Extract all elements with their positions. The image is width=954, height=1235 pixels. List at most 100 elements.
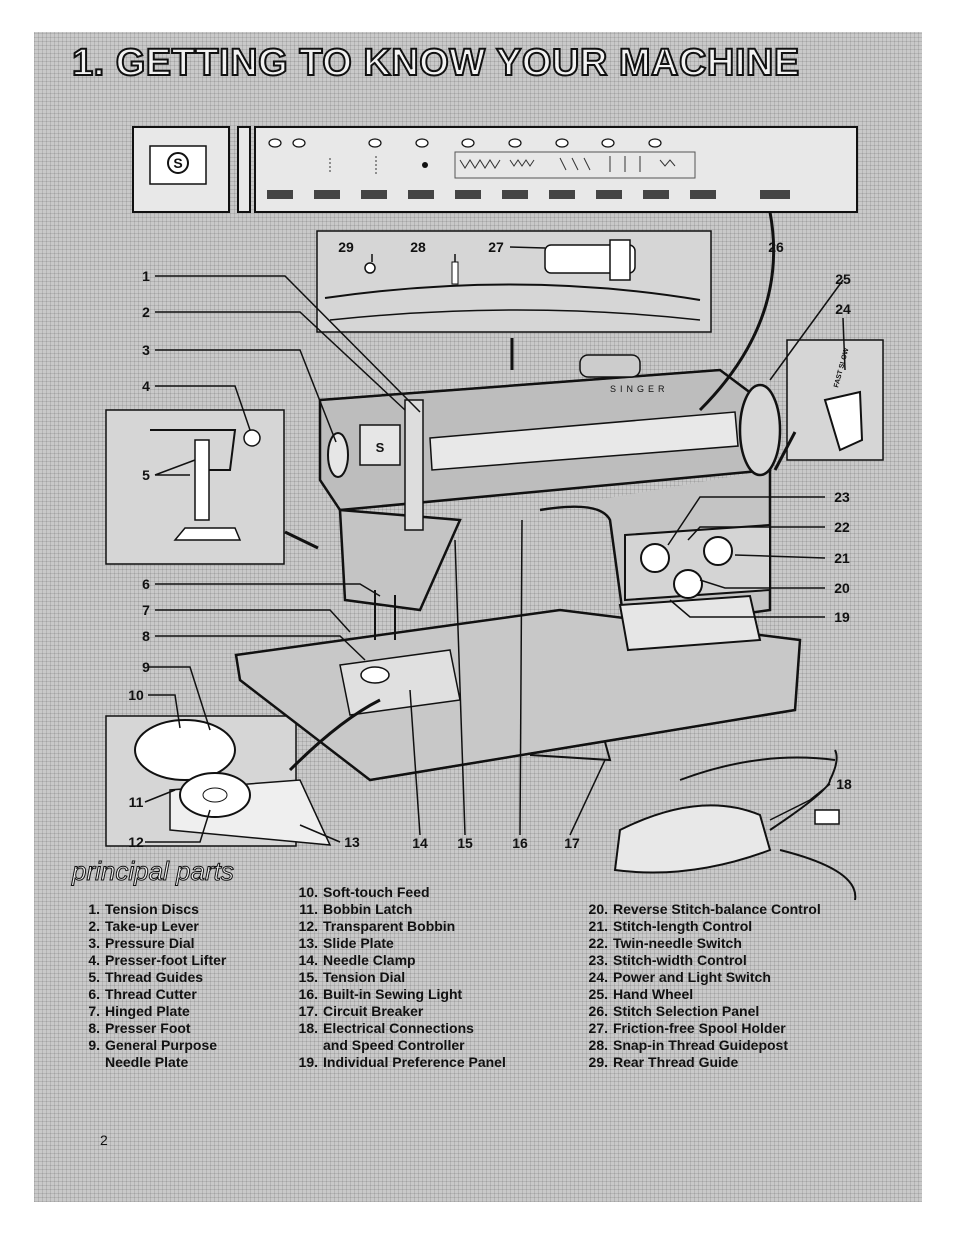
panel-logo: S <box>173 155 182 171</box>
part-number: 5. <box>88 969 100 985</box>
callout-1: 1 <box>142 268 150 284</box>
part-name: Stitch Selection Panel <box>613 1003 760 1019</box>
callout-13: 13 <box>344 834 360 850</box>
callout-26: 26 <box>768 239 784 255</box>
part-name: Rear Thread Guide <box>613 1054 739 1070</box>
part-name: Take-up Lever <box>105 918 199 934</box>
part-name: Tension Discs <box>105 901 199 917</box>
part-name: Pressure Dial <box>105 935 195 951</box>
part-number: 22. <box>588 935 608 951</box>
part-name: and Speed Controller <box>323 1037 465 1053</box>
callout-11: 11 <box>129 794 144 810</box>
callout-18: 18 <box>836 776 852 792</box>
page-number: 2 <box>100 1132 108 1148</box>
part-number: 26. <box>588 1003 608 1019</box>
part-item: 2.Take-up Lever <box>78 918 226 935</box>
power-switch-inset: FAST SLOW <box>786 339 884 461</box>
part-number: 18. <box>298 1020 318 1036</box>
part-name: Built-in Sewing Light <box>323 986 463 1002</box>
part-number: 23. <box>588 952 608 968</box>
part-item: 18. Electrical Connections <box>290 1020 506 1037</box>
callout-8: 8 <box>142 628 150 644</box>
part-item: 13.Slide Plate <box>290 935 506 952</box>
part-number: 15. <box>298 969 318 985</box>
callout-16: 16 <box>512 835 528 851</box>
part-item: 15. Tension Dial <box>290 969 506 986</box>
part-name: Tension Dial <box>323 969 406 985</box>
part-number <box>290 1037 323 1054</box>
bobbin-inset <box>105 715 332 847</box>
part-item: Needle Plate <box>78 1054 226 1071</box>
part-name: Thread Guides <box>105 969 204 985</box>
part-name: Power and Light Switch <box>613 969 771 985</box>
part-name: Slide Plate <box>323 935 394 951</box>
part-number: 24. <box>588 969 608 985</box>
pointer-arrows <box>284 211 797 772</box>
part-item: 26. Stitch Selection Panel <box>580 1003 821 1020</box>
part-name: Needle Plate <box>105 1054 189 1070</box>
part-name: Friction-free Spool Holder <box>613 1020 786 1036</box>
part-item: 25.Hand Wheel <box>580 986 821 1003</box>
stitch-panel-illustration: S <box>132 126 858 213</box>
section-heading: principal parts <box>72 856 235 887</box>
part-name: Soft-touch Feed <box>323 884 430 900</box>
callout-19: 19 <box>834 609 850 625</box>
part-item: 20.Reverse Stitch-balance Control <box>580 901 821 918</box>
part-item: 23. Stitch-width Control <box>580 952 821 969</box>
callout-6: 6 <box>142 576 150 592</box>
part-number: 19. <box>298 1054 318 1070</box>
part-name: Snap-in Thread Guidepost <box>613 1037 789 1053</box>
part-name: Hand Wheel <box>613 986 694 1002</box>
page-title: 1. GETTING TO KNOW YOUR MACHINE <box>71 41 800 85</box>
callout-3: 3 <box>142 342 150 358</box>
thread-guide-inset <box>316 230 712 333</box>
callout-7: 7 <box>142 602 150 618</box>
part-item: 10. Soft-touch Feed <box>290 884 506 901</box>
callout-10: 10 <box>128 687 144 703</box>
callout-14: 14 <box>412 835 428 851</box>
part-number: 12. <box>298 918 318 934</box>
part-item: 24. Power and Light Switch <box>580 969 821 986</box>
part-name: Twin-needle Switch <box>613 935 742 951</box>
part-item: 6. Thread Cutter <box>78 986 226 1003</box>
part-number: 3. <box>88 935 100 951</box>
part-name: Electrical Connections <box>323 1020 474 1036</box>
part-name: Needle Clamp <box>323 952 416 968</box>
callout-15: 15 <box>457 835 473 851</box>
part-number: 17. <box>298 1003 318 1019</box>
part-name: Presser-foot Lifter <box>105 952 227 968</box>
part-item: 7.Hinged Plate <box>78 1003 226 1020</box>
part-number: 7. <box>88 1003 100 1019</box>
part-number: 21. <box>588 918 608 934</box>
part-number: 14. <box>298 952 318 968</box>
callout-9: 9 <box>142 659 150 675</box>
part-number: 6. <box>88 986 100 1002</box>
part-item: 12.Transparent Bobbin <box>290 918 506 935</box>
part-number: 1. <box>88 901 100 917</box>
part-item: 27.Friction-free Spool Holder <box>580 1020 821 1037</box>
part-name: Stitch-width Control <box>613 952 747 968</box>
part-number: 10. <box>298 884 318 900</box>
machine-body: S SINGER <box>234 354 802 782</box>
callout-2: 2 <box>142 304 150 320</box>
part-number <box>78 1054 105 1071</box>
callout-24: 24 <box>835 301 851 317</box>
part-number: 20. <box>588 901 608 917</box>
callout-22: 22 <box>834 519 850 535</box>
part-item: 16.Built-in Sewing Light <box>290 986 506 1003</box>
machine-brand-label: SINGER <box>610 384 669 394</box>
part-number: 8. <box>88 1020 100 1036</box>
callout-28: 28 <box>410 239 426 255</box>
part-name: Individual Preference Panel <box>323 1054 506 1070</box>
callout-17: 17 <box>564 835 580 851</box>
part-name: General Purpose <box>105 1037 218 1053</box>
part-item: 28. Snap-in Thread Guidepost <box>580 1037 821 1054</box>
part-number: 11. <box>299 901 318 917</box>
part-name: Thread Cutter <box>105 986 197 1002</box>
part-item: 4.Presser-foot Lifter <box>78 952 226 969</box>
part-item: 8.Presser Foot <box>78 1020 226 1037</box>
part-number: 28. <box>588 1037 608 1053</box>
machine-logo: S <box>376 440 385 455</box>
